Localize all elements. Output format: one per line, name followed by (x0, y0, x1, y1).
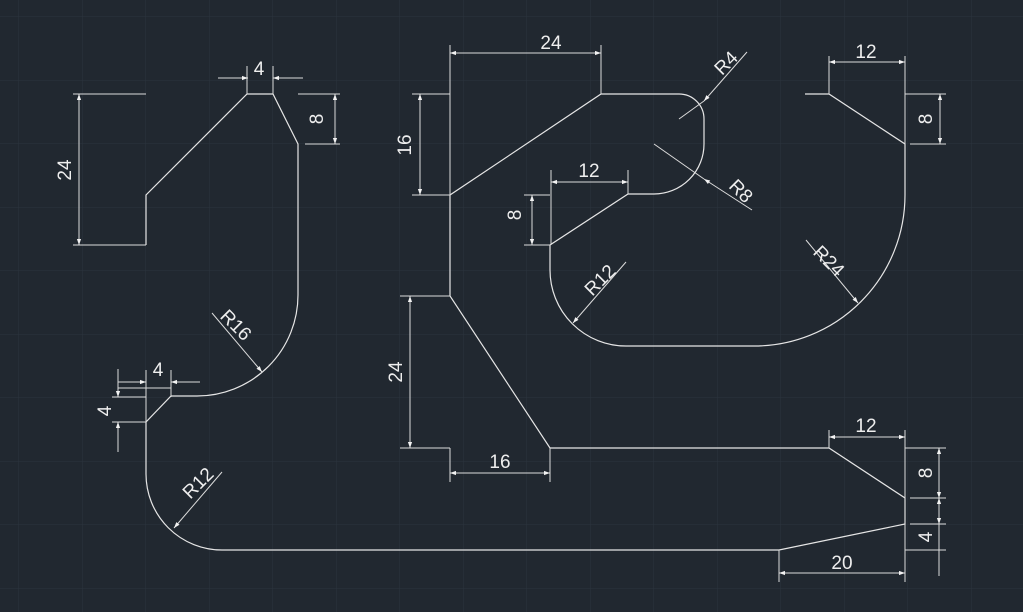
dim-top-left-width: 4 (254, 59, 265, 80)
dim-top-right-width: 12 (855, 42, 876, 63)
dimension-lines (76, 50, 943, 576)
dim-bottom-right-width: 12 (855, 416, 876, 437)
dim-top-width: 24 (540, 33, 562, 54)
dim-bottom-right-height: 8 (916, 468, 937, 479)
dim-inner-width: 12 (578, 161, 599, 182)
dim-bottom-width: 20 (831, 553, 852, 574)
dim-left-height: 24 (55, 159, 76, 181)
dim-bottom-right-gap: 4 (916, 531, 937, 542)
part-outline (145, 93, 906, 551)
dim-left-mid-height: 16 (395, 134, 416, 155)
dim-top-right-height: 8 (916, 114, 937, 125)
dim-inner-height: 8 (505, 210, 526, 221)
dim-notch-width: 4 (153, 360, 164, 381)
dim-lower-height: 24 (386, 361, 407, 383)
dim-top-left-right-height: 8 (307, 114, 328, 125)
dim-notch-height: 4 (95, 405, 116, 416)
dim-lower-width: 16 (489, 452, 510, 473)
